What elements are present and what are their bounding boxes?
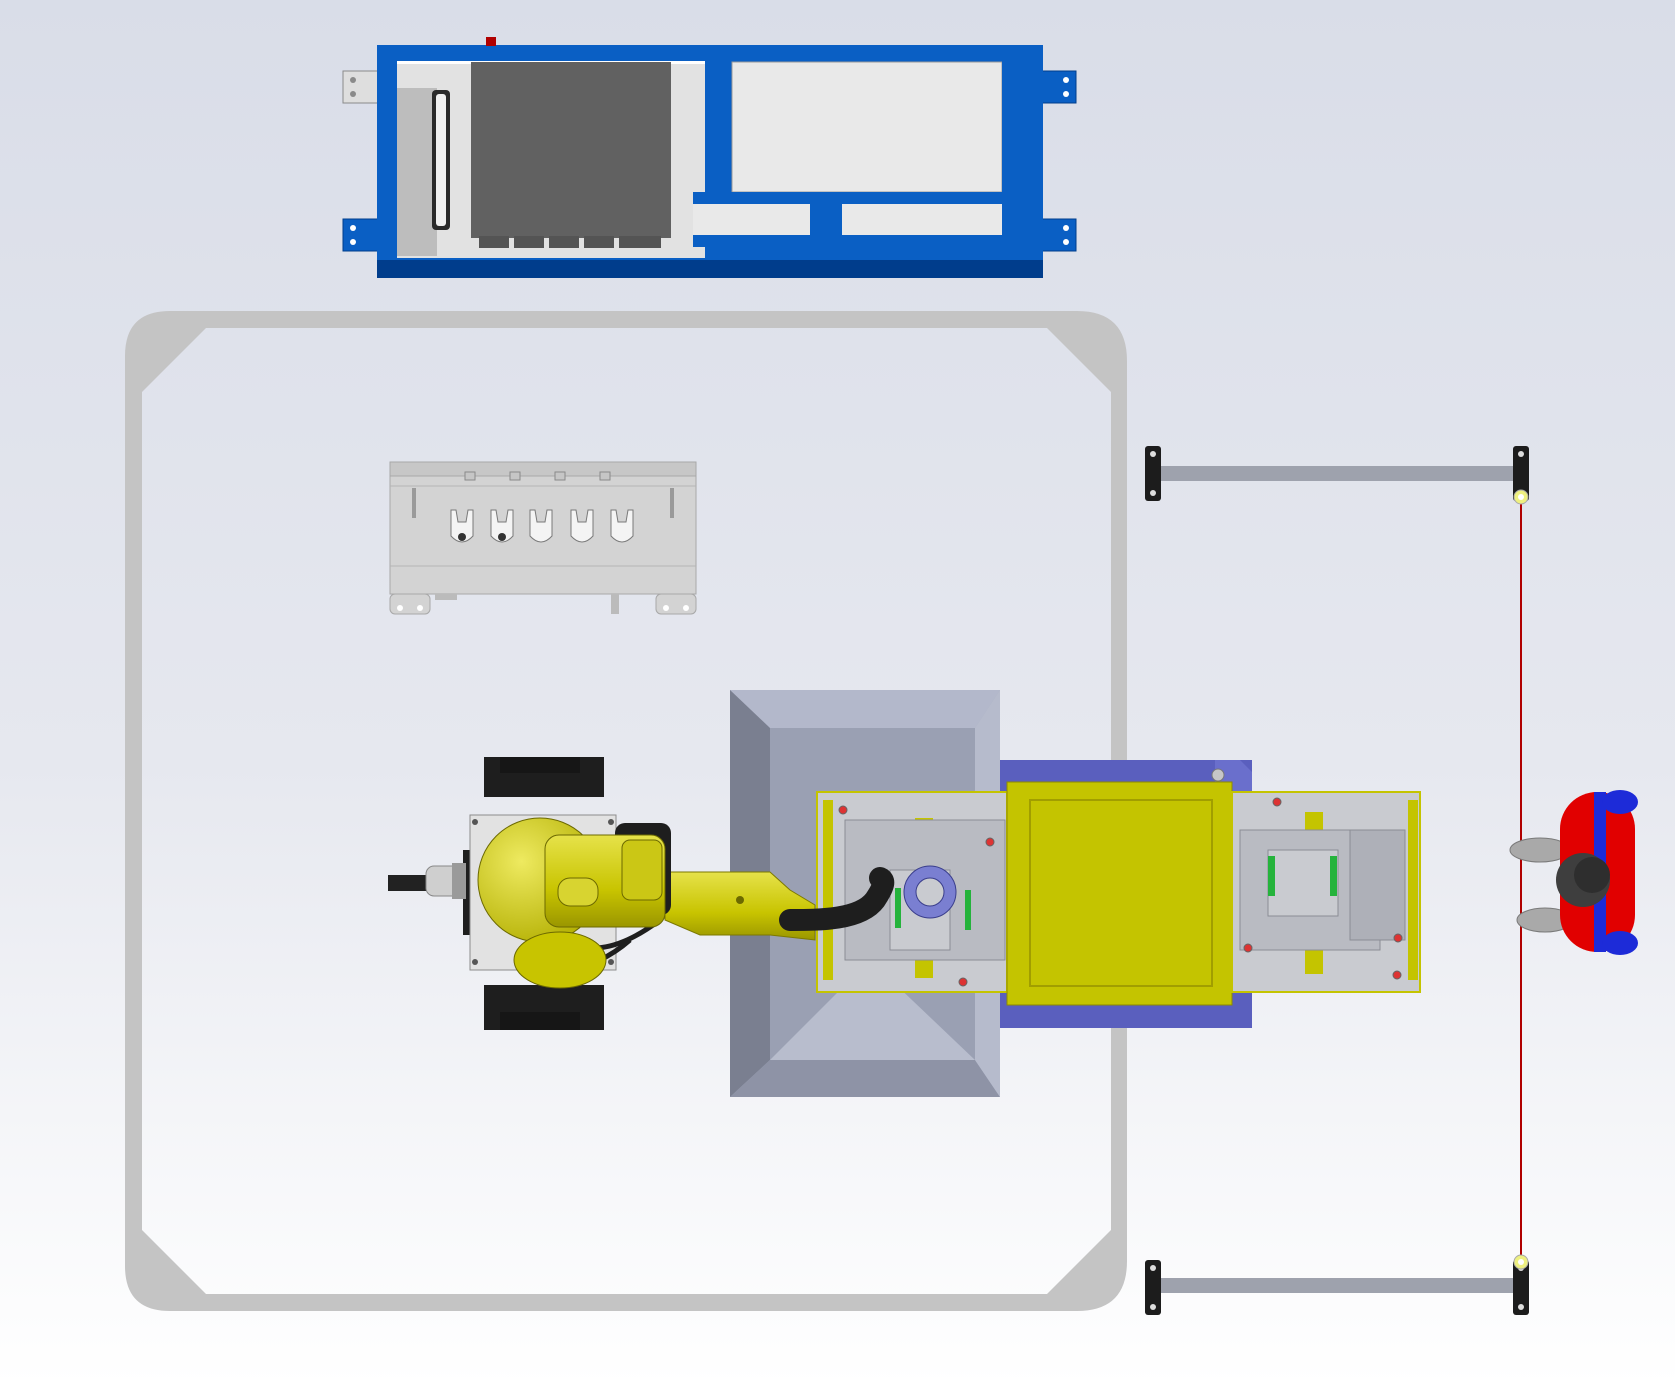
clamp-pins <box>838 797 1403 987</box>
workpiece-fixture <box>816 781 1421 1006</box>
guard-post-bottom-left <box>1145 1260 1161 1315</box>
tool-slot <box>529 509 553 543</box>
cabinet-red-knob <box>486 37 496 46</box>
robot-cable-connector <box>388 875 426 891</box>
light-curtain <box>1513 489 1529 1270</box>
safety-enclosure <box>125 311 1127 1311</box>
guard-post-top-left <box>1145 446 1161 501</box>
tool-slot <box>570 509 594 543</box>
robot-dress-cable <box>779 867 895 931</box>
tool-rack <box>389 461 697 615</box>
mounting-tab-right-top <box>1039 70 1077 104</box>
tool-slot <box>490 509 514 543</box>
mounting-tab-right-bottom <box>1039 218 1077 252</box>
cabinet-panel-right <box>731 61 1003 193</box>
guard-rail-top <box>1153 466 1525 481</box>
cabinet-dark-unit-feet <box>479 236 661 248</box>
blue-control-cabinet-frame <box>342 37 1077 278</box>
tool-slot <box>450 509 474 543</box>
robot-arm <box>388 757 895 1030</box>
corner-brace-br <box>1047 1230 1111 1294</box>
cabinet-dark-unit <box>471 62 671 238</box>
tool-slots <box>450 509 634 543</box>
cabinet-side-panel <box>397 88 437 256</box>
mounting-tab-left-bottom <box>342 218 380 252</box>
corner-brace-tl <box>142 328 206 392</box>
operator <box>1509 790 1638 955</box>
guard-rails <box>1145 446 1529 1315</box>
guard-rail-bottom <box>1153 1278 1525 1293</box>
corner-brace-bl <box>142 1230 206 1294</box>
corner-brace-tr <box>1047 328 1111 392</box>
tool-slot <box>610 509 634 543</box>
guard-post-bottom-right <box>1513 1260 1529 1315</box>
mounting-tab-left-top <box>342 70 380 104</box>
